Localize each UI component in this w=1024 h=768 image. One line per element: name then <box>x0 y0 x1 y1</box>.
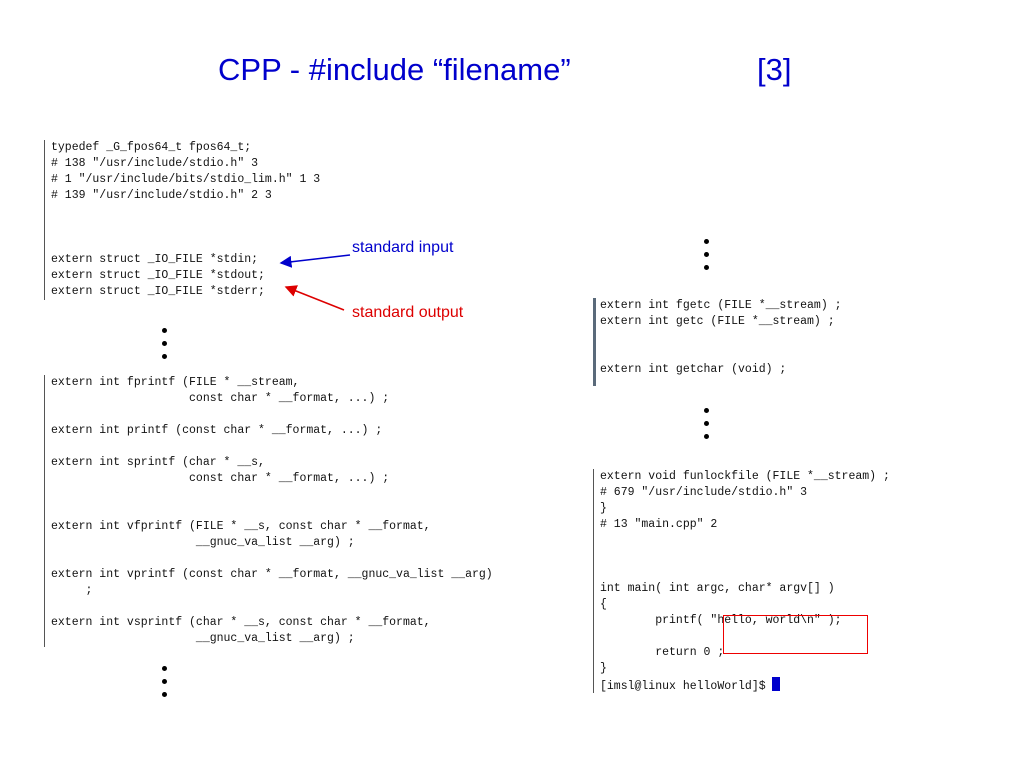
code-line: # 679 "/usr/include/stdio.h" 3 <box>600 486 808 499</box>
code-line: extern int getchar (void) ; <box>600 363 787 376</box>
standard-input-arrow <box>279 254 351 268</box>
code-line: } <box>600 662 607 675</box>
code-line: __gnuc_va_list __arg) ; <box>51 632 355 645</box>
code-line: extern struct _IO_FILE *stdin; <box>51 253 259 266</box>
code-line: printf( "hello, world\n" ); <box>600 614 842 627</box>
code-line: extern struct _IO_FILE *stderr; <box>51 285 265 298</box>
code-line: [imsl@linux helloWorld]$ <box>600 677 960 693</box>
slide-title: CPP - #include “filename” [3] <box>0 52 1024 92</box>
code-line: extern int fgetc (FILE *__stream) ; <box>600 299 842 312</box>
code-line: extern struct _IO_FILE *stdout; <box>51 269 265 282</box>
code-line: extern int printf (const char * __format… <box>51 424 383 437</box>
code-block-stdio-typedefs: typedef _G_fpos64_t fpos64_t; # 138 "/usr… <box>44 140 351 300</box>
code-line: # 13 "main.cpp" 2 <box>600 518 718 531</box>
code-line: int main( int argc, char* argv[] ) <box>600 582 835 595</box>
code-line: __gnuc_va_list __arg) ; <box>51 536 355 549</box>
code-line: } <box>600 502 607 515</box>
code-line: extern int sprintf (char * __s, <box>51 456 265 469</box>
code-line: { <box>600 598 607 611</box>
standard-output-label: standard output <box>352 304 464 321</box>
ellipsis-dots-left-1 <box>162 328 172 367</box>
terminal-cursor <box>771 677 780 691</box>
standard-output-arrow <box>284 285 345 311</box>
code-line: extern int fprintf (FILE * __stream, <box>51 376 300 389</box>
code-line: # 138 "/usr/include/stdio.h" 3 <box>51 157 259 170</box>
code-line: extern int vfprintf (FILE * __s, const c… <box>51 520 431 533</box>
code-line: # 139 "/usr/include/stdio.h" 2 3 <box>51 189 272 202</box>
standard-input-label: standard input <box>352 239 454 256</box>
slide-number: [3] <box>757 52 792 87</box>
code-line: const char * __format, ...) ; <box>51 472 390 485</box>
code-line: const char * __format, ...) ; <box>51 392 390 405</box>
code-line: # 1 "/usr/include/bits/stdio_lim.h" 1 3 <box>51 173 321 186</box>
ellipsis-dots-left-2 <box>162 666 172 705</box>
code-line: extern int vsprintf (char * __s, const c… <box>51 616 431 629</box>
hello-world-highlight-box <box>723 615 868 654</box>
code-block-printf-declarations: extern int fprintf (FILE * __stream, con… <box>44 375 561 647</box>
code-line: extern int getc (FILE *__stream) ; <box>600 315 835 328</box>
code-line: ; <box>51 584 93 597</box>
code-line: return 0 ; <box>600 646 725 659</box>
code-line: extern void funlockfile (FILE *__stream)… <box>600 470 890 483</box>
slide-title-text: CPP - #include “filename” <box>218 52 571 87</box>
code-block-getc-declarations: extern int fgetc (FILE *__stream) ; exter… <box>593 298 900 386</box>
ellipsis-dots-right-2 <box>704 408 714 447</box>
code-block-main-cpp: extern void funlockfile (FILE *__stream)… <box>593 469 960 693</box>
code-line: typedef _G_fpos64_t fpos64_t; <box>51 141 252 154</box>
code-line: extern int vprintf (const char * __forma… <box>51 568 493 581</box>
ellipsis-dots-right-1 <box>704 239 714 278</box>
